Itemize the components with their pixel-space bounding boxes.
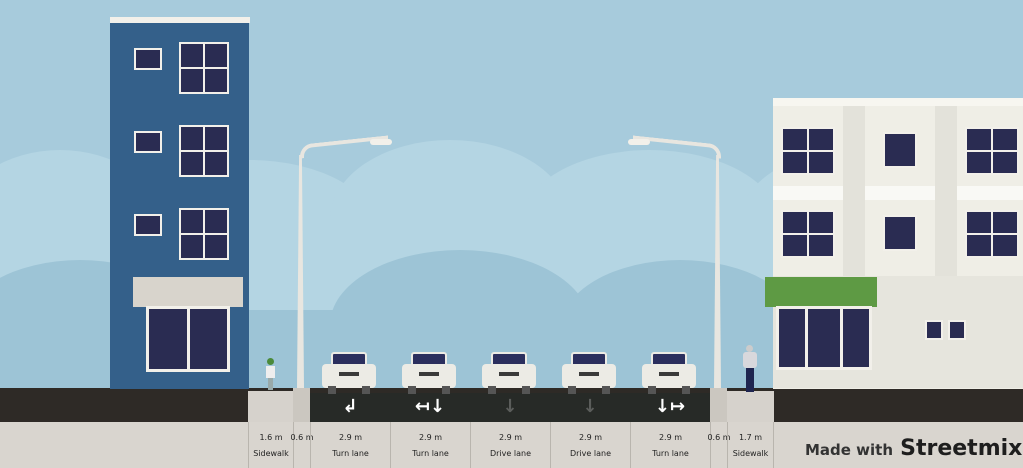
- segment-name: Turn lane: [412, 449, 449, 458]
- segment-name: Sidewalk: [253, 449, 289, 458]
- sidewalk-left: [248, 391, 293, 422]
- segment-width: 2.9 m: [658, 433, 683, 442]
- segment-turn-lane[interactable]: 2.9 m Turn lane: [310, 422, 390, 468]
- right-turn-straight-arrow-icon: ↓↦: [654, 396, 686, 417]
- straight-arrow-icon: ↓: [582, 396, 598, 417]
- segment-name: Drive lane: [490, 449, 531, 458]
- watermark-prefix: Made with: [805, 441, 894, 459]
- segment-name: Turn lane: [652, 449, 689, 458]
- segment-sidewalk-left[interactable]: 1.6 m Sidewalk: [248, 422, 293, 468]
- curb-left: [293, 388, 310, 422]
- roadway: [310, 393, 710, 422]
- left-turn-straight-arrow-icon: ↤↓: [414, 396, 446, 417]
- segment-curb-right[interactable]: 0.6 m: [707, 422, 731, 468]
- segment-width: 2.9 m: [498, 433, 523, 442]
- segment-width: 2.9 m: [578, 433, 603, 442]
- segment-width: 0.6 m: [707, 433, 731, 442]
- segment-width: 1.7 m: [738, 433, 763, 442]
- segment-width: 0.6 m: [290, 433, 314, 442]
- streetmix-watermark[interactable]: Made with Streetmix: [805, 436, 1022, 461]
- segment-drive-lane[interactable]: 2.9 m Drive lane: [470, 422, 550, 468]
- car: [482, 350, 536, 394]
- segment-turn-lane[interactable]: 2.9 m Turn lane: [630, 422, 710, 468]
- car: [402, 350, 456, 394]
- segment-width: 2.9 m: [338, 433, 363, 442]
- straight-arrow-icon: ↓: [502, 396, 518, 417]
- watermark-brand: Streetmix: [900, 436, 1023, 461]
- segment-width: 1.6 m: [259, 433, 283, 442]
- left-turn-arrow-icon: ↲: [342, 396, 358, 417]
- segment-name: Turn lane: [332, 449, 369, 458]
- segment-drive-lane[interactable]: 2.9 m Drive lane: [550, 422, 630, 468]
- label-band: [0, 422, 1023, 468]
- segment-name: Sidewalk: [732, 449, 769, 458]
- car: [322, 350, 376, 394]
- sidewalk-right: [727, 391, 774, 422]
- segment-curb-left[interactable]: 0.6 m: [290, 422, 314, 468]
- segment-turn-lane[interactable]: 2.9 m Turn lane: [390, 422, 470, 468]
- curb-right: [710, 388, 727, 422]
- segment-width: 2.9 m: [418, 433, 443, 442]
- car: [562, 350, 616, 394]
- segment-name: Drive lane: [570, 449, 611, 458]
- segment-sidewalk-right[interactable]: 1.7 m Sidewalk: [727, 422, 774, 468]
- car: [642, 350, 696, 394]
- green-awning: [765, 277, 877, 307]
